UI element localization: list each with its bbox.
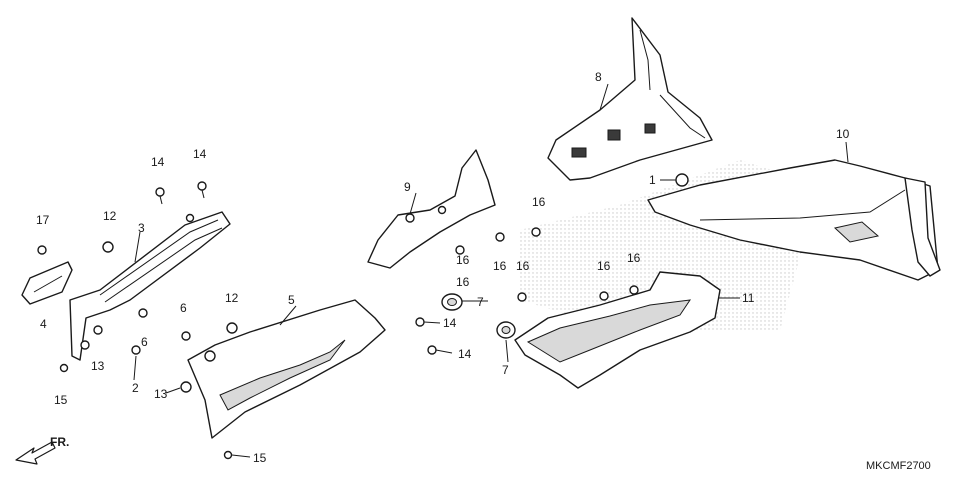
front-direction-arrow: FR. [15, 435, 69, 465]
callout-14d: 14 [458, 347, 472, 361]
callout-12b: 12 [225, 291, 239, 305]
part-10-rear-cover [647, 159, 941, 281]
callout-15b: 15 [253, 451, 267, 465]
callout-16b: 16 [493, 259, 507, 273]
callout-7b: 7 [502, 363, 509, 377]
part-9-center-bracket [367, 149, 496, 269]
part-3-rail [69, 211, 231, 361]
callout-11: 11 [742, 291, 755, 305]
grommet-7-lower [496, 321, 516, 339]
grommet-7-center [441, 293, 463, 311]
part-4-pad [21, 261, 73, 305]
callout-6a: 6 [180, 301, 187, 315]
fasteners [37, 181, 639, 460]
part-5-side-cover [187, 299, 386, 439]
leader-lines [133, 83, 849, 458]
callout-16c: 16 [456, 275, 470, 289]
callout-8: 8 [595, 70, 602, 84]
callout-15a: 15 [54, 393, 68, 407]
callout-16g: 16 [456, 253, 470, 267]
washer-1 [675, 173, 689, 187]
diagram-code: MKCMF2700 [866, 460, 931, 472]
callout-16f: 16 [627, 251, 641, 265]
callout-16a: 16 [532, 195, 546, 209]
callout-10: 10 [836, 127, 850, 141]
part-11-lower-cover [514, 271, 721, 389]
callout-16d: 16 [516, 259, 530, 273]
callout-14a: 14 [151, 155, 165, 169]
callout-1: 1 [649, 173, 656, 187]
callout-13a: 13 [91, 359, 105, 373]
callout-9: 9 [404, 180, 411, 194]
part-8-upper-cover [547, 17, 713, 181]
callout-7a: 7 [477, 295, 484, 309]
callout-13b: 13 [154, 387, 168, 401]
callout-16e: 16 [597, 259, 611, 273]
callout-5: 5 [288, 293, 295, 307]
callout-3: 3 [138, 221, 145, 235]
callout-2: 2 [132, 381, 139, 395]
direction-label: FR. [50, 435, 69, 449]
callout-14c: 14 [443, 316, 457, 330]
callout-14b: 14 [193, 147, 207, 161]
callout-6b: 6 [141, 335, 148, 349]
callouts: 1 2 3 4 5 6 6 7 7 8 9 10 11 12 12 13 13 … [36, 70, 850, 465]
callout-17: 17 [36, 213, 50, 227]
callout-12a: 12 [103, 209, 117, 223]
callout-4: 4 [40, 317, 47, 331]
